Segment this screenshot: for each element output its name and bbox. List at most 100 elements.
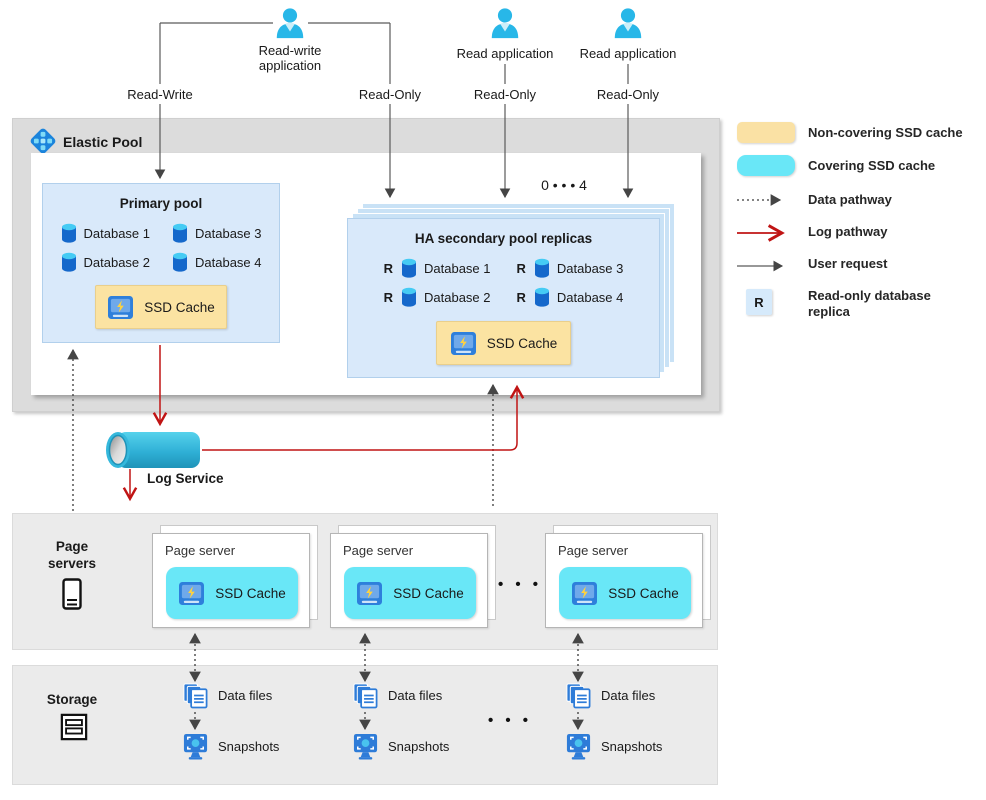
database-item: Database 2 (61, 251, 151, 273)
readwrite-application-label: Read-write application (258, 43, 322, 73)
storage-group: Data files Snapshots (565, 682, 662, 760)
ssd-icon (108, 295, 134, 319)
page-server-card-title: Page server (165, 543, 236, 558)
non-covering-ssd-cache: SSD Cache (95, 285, 227, 329)
database-icon (402, 258, 416, 278)
legend-label: Log pathway (808, 224, 888, 239)
page-servers-ellipsis: • • • (497, 576, 543, 593)
legend-covering-swatch (737, 155, 795, 176)
database-label: Database 3 (195, 225, 262, 241)
read-application-user-icon (488, 5, 522, 41)
database-label: Database 3 (556, 260, 624, 276)
replica-database-item: R Database 3 (516, 257, 624, 279)
read-only-route-label: Read-Only (596, 87, 660, 102)
legend-label: Covering SSD cache (808, 158, 936, 173)
database-icon (61, 223, 76, 243)
primary-pool-databases: Database 1 Database 3 Database 2 Databas… (61, 222, 262, 273)
elastic-pool-icon (27, 125, 59, 157)
snapshots-label: Snapshots (601, 739, 663, 754)
data-files-row: Data files (565, 682, 662, 709)
database-icon (534, 258, 549, 278)
page-server-icon (62, 578, 82, 610)
page-server-card: Page server SSD Cache (330, 533, 488, 628)
database-item: Database 4 (172, 251, 262, 273)
storage-group: Data files Snapshots (182, 682, 279, 760)
ssd-cache-label: SSD Cache (393, 585, 464, 601)
read-application-label: Read application (456, 46, 554, 61)
storage-icon (60, 713, 88, 741)
database-label: Database 1 (83, 225, 151, 241)
snapshots-label: Snapshots (388, 739, 450, 754)
database-label: Database 1 (424, 260, 491, 276)
read-only-route-label: Read-Only (473, 87, 537, 102)
data-files-icon (353, 683, 378, 709)
data-files-label: Data files (601, 688, 656, 703)
legend-label: User request (808, 256, 888, 271)
read-write-route-label: Read-Write (127, 87, 193, 102)
page-server-card: Page server SSD Cache (545, 533, 703, 628)
database-icon (534, 287, 549, 307)
replica-database-item: R Database 1 (384, 257, 491, 279)
snapshots-icon (566, 733, 591, 760)
read-application-label: Read application (579, 46, 677, 61)
snapshots-icon (183, 733, 208, 760)
replica-database-item: R Database 4 (517, 286, 624, 308)
page-servers-section-label: Page servers (47, 539, 97, 571)
snapshots-row: Snapshots (352, 733, 449, 760)
ssd-icon (357, 581, 383, 605)
ha-pool-databases: R Database 1 R Database 3 R Database 2 R… (384, 257, 624, 308)
readwrite-application-user-icon (273, 5, 307, 41)
ssd-icon (450, 331, 476, 355)
data-files-row: Data files (352, 682, 449, 709)
covering-ssd-cache: SSD Cache (166, 567, 298, 619)
elastic-pool-title: Elastic Pool (63, 134, 143, 150)
replica-database-item: R Database 2 (384, 286, 491, 308)
replica-range-label: 0 • • • 4 (541, 177, 587, 193)
ssd-icon (572, 581, 598, 605)
storage-ellipsis: • • • (487, 712, 533, 729)
covering-ssd-cache: SSD Cache (344, 567, 476, 619)
ssd-cache-label: SSD Cache (215, 585, 286, 601)
ssd-cache-label: SSD Cache (486, 335, 558, 351)
replica-badge: R (383, 260, 393, 276)
database-label: Database 4 (195, 254, 262, 270)
primary-pool-box: Primary pool Database 1 Database 3 Datab… (42, 183, 280, 343)
legend-label: Read-only database replica (808, 288, 931, 319)
database-item: Database 1 (61, 222, 151, 244)
primary-pool-title: Primary pool (119, 196, 203, 211)
page-server-card-title: Page server (558, 543, 629, 558)
legend-noncovering-swatch (737, 122, 795, 143)
log-service-pipe (104, 430, 202, 470)
database-label: Database 2 (424, 289, 491, 305)
ha-pool-title: HA secondary pool replicas (414, 231, 593, 246)
ssd-icon (179, 581, 205, 605)
database-item: Database 3 (172, 222, 262, 244)
data-files-icon (183, 683, 208, 709)
ssd-cache-label: SSD Cache (608, 585, 679, 601)
snapshots-icon (353, 733, 378, 760)
page-server-card-title: Page server (343, 543, 414, 558)
snapshots-row: Snapshots (182, 733, 279, 760)
database-icon (402, 287, 416, 307)
page-server-card: Page server SSD Cache (152, 533, 310, 628)
database-label: Database 2 (83, 254, 151, 270)
read-application-user-icon (611, 5, 645, 41)
database-icon (173, 223, 187, 243)
replica-badge: R (383, 289, 393, 305)
legend-label: Data pathway (808, 192, 892, 207)
covering-ssd-cache: SSD Cache (559, 567, 691, 619)
read-only-route-label: Read-Only (358, 87, 422, 102)
log-service-label: Log Service (147, 471, 224, 486)
database-label: Database 4 (556, 289, 624, 305)
replica-badge: R (516, 260, 526, 276)
database-icon (173, 252, 187, 272)
data-files-label: Data files (218, 688, 273, 703)
legend-replica-badge: R (746, 289, 772, 315)
data-files-row: Data files (182, 682, 279, 709)
snapshots-label: Snapshots (218, 739, 280, 754)
snapshots-row: Snapshots (565, 733, 662, 760)
data-files-icon (566, 683, 591, 709)
legend-label: Non-covering SSD cache (808, 125, 963, 140)
storage-section-label: Storage (46, 692, 98, 707)
